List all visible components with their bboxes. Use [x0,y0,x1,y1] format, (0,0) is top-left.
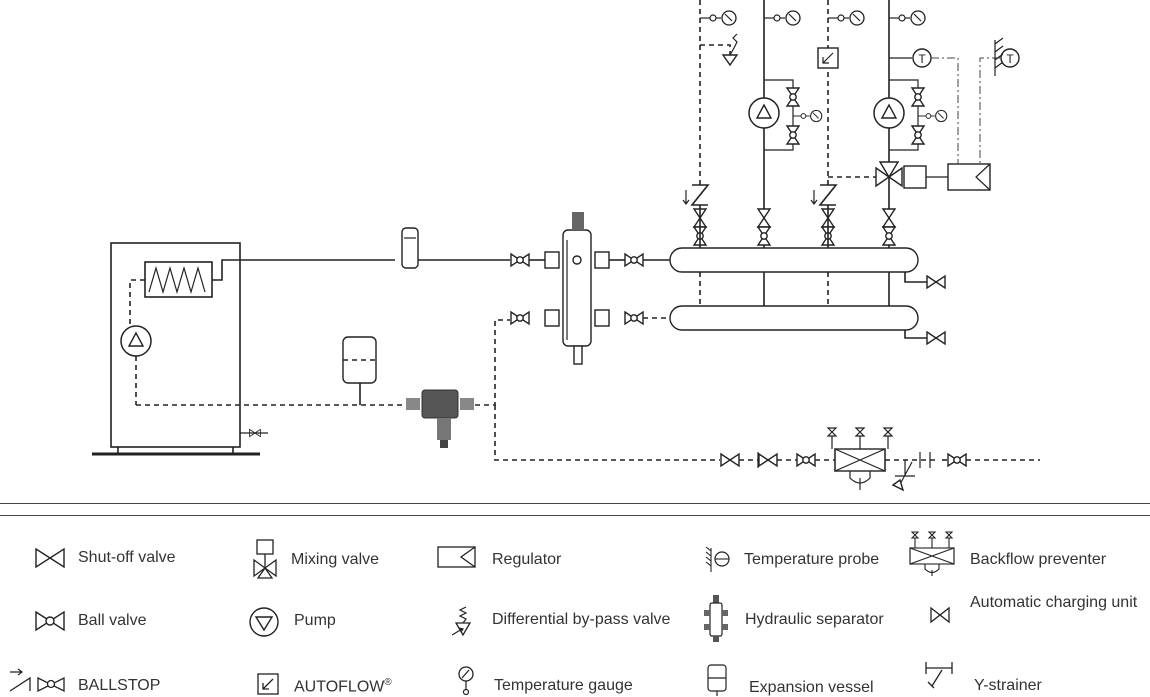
temperature-probe-icon [705,546,730,572]
hydraulic-separator-icon [510,212,644,365]
supply-manifold [669,247,919,273]
ball-valve-icon [35,610,65,632]
svg-text:T: T [918,52,926,66]
legend-separator-top [0,503,1150,504]
expansion-vessel-legend-icon [707,664,727,696]
return-manifold [669,305,919,331]
boiler-pump-icon [120,325,152,357]
regulator-icon [437,546,476,568]
hydraulic-separator-legend-icon [704,595,728,642]
legend-mixing-valve: Mixing valve [291,551,380,568]
legend-expansion-vessel: Expansion vessel [749,679,874,696]
flow-meter-icon [401,227,419,269]
autoflow-icon [257,673,279,695]
legend-hydraulic-separator: Hydraulic separator [745,611,884,628]
automatic-charging-unit-icon [930,606,950,624]
legend-ball-valve: Ball valve [78,612,147,629]
legend-temperature-probe: Temperature probe [744,551,880,568]
temperature-gauge-icon [458,666,474,696]
differential-bypass-valve-icon [451,606,472,637]
legend-ballstop: BALLSTOP [78,677,161,694]
legend-automatic-charging-unit: Automatic charging unit [970,594,1138,611]
boiler [92,242,395,456]
legend-separator-bottom [0,515,1150,516]
legend-differential-bypass-valve: Differential by-pass valve [492,611,671,628]
pump-icon [249,607,279,637]
shut-off-valve-icon [35,547,65,569]
legend-autoflow: AUTOFLOW® [294,677,392,696]
legend-pump: Pump [294,612,336,629]
y-strainer-icon [925,662,953,689]
hydraulic-schematic: T T [92,0,1040,492]
expansion-vessel-icon [342,336,377,405]
dirt-separator-icon [406,389,474,448]
legend-shut-off-valve: Shut-off valve [78,549,176,566]
backflow-preventer-icon [909,531,955,576]
legend-backflow-preventer: Backflow preventer [970,551,1107,568]
svg-text:T: T [1006,52,1014,66]
legend-temperature-gauge: Temperature gauge [494,677,633,694]
mixing-valve-icon [253,539,277,579]
legend-y-strainer: Y-strainer [974,677,1042,694]
legend-regulator: Regulator [492,551,562,568]
ballstop-icon [9,668,65,693]
